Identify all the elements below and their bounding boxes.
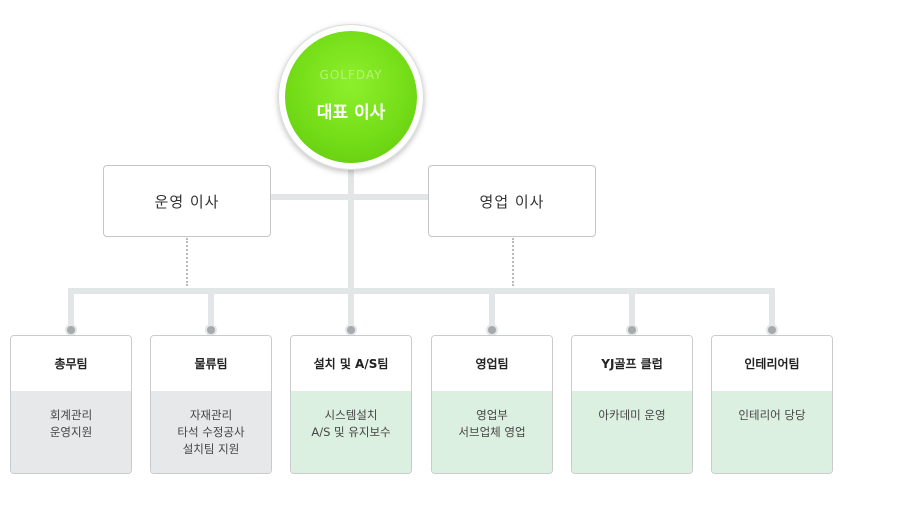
team-duties: 인테리어 당당 <box>712 391 832 473</box>
team-duty-line: 시스템설치 <box>324 408 378 422</box>
connector-dot <box>768 326 776 334</box>
director-operations-title: 운영 이사 <box>154 192 220 211</box>
team-drop-connector <box>208 288 214 330</box>
team-card-general-affairs: 총무팀 회계관리 운영지원 <box>10 335 132 474</box>
director-right-dotted-connector <box>512 238 514 286</box>
team-duties: 회계관리 운영지원 <box>11 391 131 473</box>
connector-dot <box>67 326 75 334</box>
team-duty-line: 운영지원 <box>49 425 93 439</box>
team-horizontal-connector <box>68 288 775 294</box>
team-name: YJ골프 클럽 <box>572 336 692 391</box>
team-duty-line: 아카데미 운영 <box>598 408 666 422</box>
team-card-logistics: 물류팀 자재관리 타석 수정공사 설치팀 지원 <box>150 335 272 474</box>
team-drop-connector <box>68 288 74 330</box>
team-duty-line: 인테리어 당당 <box>738 408 806 422</box>
team-drop-connector <box>489 288 495 330</box>
team-duty-line: 회계관리 <box>49 408 93 422</box>
team-duties: 영업부 서브업체 영업 <box>432 391 552 473</box>
director-sales-title: 영업 이사 <box>479 192 545 211</box>
team-name: 인테리어팀 <box>712 336 832 391</box>
connector-dot <box>488 326 496 334</box>
team-duty-line: 영업부 <box>476 408 508 422</box>
team-name: 영업팀 <box>432 336 552 391</box>
ceo-node: GOLFDAY 대표 이사 <box>278 24 424 170</box>
team-name: 설치 및 A/S팀 <box>291 336 411 391</box>
team-duties: 아카데미 운영 <box>572 391 692 473</box>
connector-dot <box>628 326 636 334</box>
director-operations-box: 운영 이사 <box>103 165 271 237</box>
team-duty-line: A/S 및 유지보수 <box>311 425 391 439</box>
team-card-sales: 영업팀 영업부 서브업체 영업 <box>431 335 553 474</box>
golfday-logo: GOLFDAY <box>319 68 383 82</box>
team-duty-line: 타석 수정공사 <box>177 425 245 439</box>
connector-dot <box>207 326 215 334</box>
team-duties: 자재관리 타석 수정공사 설치팀 지원 <box>151 391 271 473</box>
team-duty-line: 설치팀 지원 <box>182 442 240 456</box>
team-duties: 시스템설치 A/S 및 유지보수 <box>291 391 411 473</box>
director-sales-box: 영업 이사 <box>428 165 596 237</box>
team-card-installation-as: 설치 및 A/S팀 시스템설치 A/S 및 유지보수 <box>290 335 412 474</box>
director-left-dotted-connector <box>186 238 188 286</box>
team-drop-connector <box>348 288 354 330</box>
connector-dot <box>347 326 355 334</box>
team-name: 총무팀 <box>11 336 131 391</box>
team-drop-connector <box>769 288 775 330</box>
ceo-circle: GOLFDAY 대표 이사 <box>285 31 417 163</box>
team-duty-line: 서브업체 영업 <box>458 425 526 439</box>
ceo-vertical-connector <box>348 168 354 332</box>
team-duty-line: 자재관리 <box>189 408 233 422</box>
director-horizontal-connector <box>270 194 428 200</box>
team-card-interior: 인테리어팀 인테리어 당당 <box>711 335 833 474</box>
ceo-title: 대표 이사 <box>316 103 386 123</box>
team-name: 물류팀 <box>151 336 271 391</box>
team-drop-connector <box>629 288 635 330</box>
team-card-yj-golf-club: YJ골프 클럽 아카데미 운영 <box>571 335 693 474</box>
